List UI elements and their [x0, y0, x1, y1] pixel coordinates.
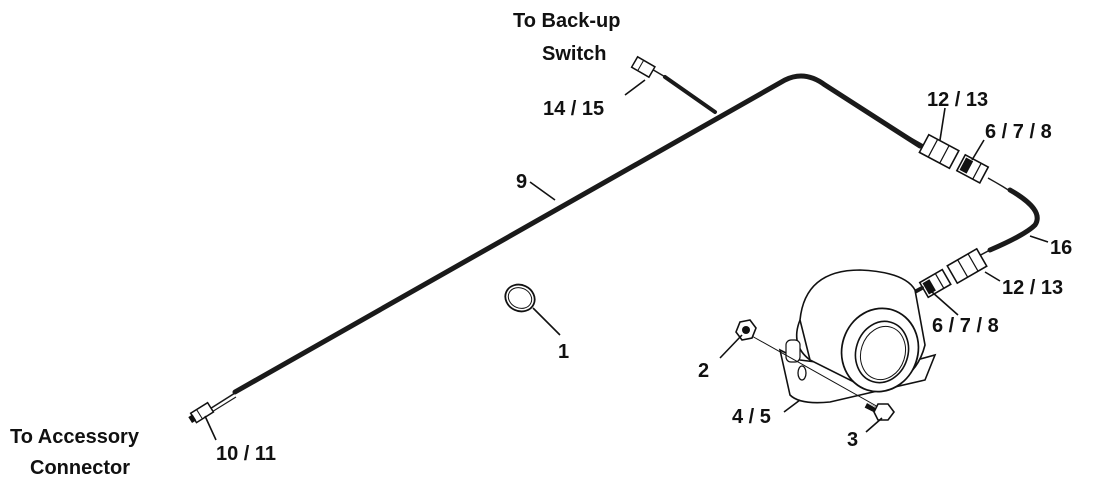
label-part-10-11: 10 / 11 — [216, 443, 276, 465]
leader-lines — [204, 79, 1049, 441]
lower-connector-pair — [898, 247, 988, 302]
label-part-3: 3 — [847, 429, 858, 451]
label-part-2: 2 — [698, 360, 709, 382]
label-part-9: 9 — [516, 171, 527, 193]
connector-12-13-lower — [946, 247, 988, 285]
label-accessory-line2: Connector — [30, 457, 130, 479]
cable-tie-part-1 — [504, 283, 536, 313]
connector-6-7-8-upper — [955, 153, 990, 185]
accessory-connector — [188, 401, 215, 424]
label-part-14-15: 14 / 15 — [543, 98, 604, 120]
label-part-12-13-top: 12 / 13 — [927, 89, 988, 111]
label-part-4-5: 4 / 5 — [732, 406, 771, 428]
connector-12-13-upper — [918, 133, 960, 170]
right-loop-harness — [974, 187, 1040, 259]
bolt-part-3 — [864, 401, 895, 421]
label-part-12-13-right: 12 / 13 — [1002, 277, 1063, 299]
connector-6-7-8-lower — [918, 268, 952, 299]
label-part-6-7-8-top: 6 / 7 / 8 — [985, 121, 1052, 143]
label-accessory-line1: To Accessory — [10, 426, 140, 448]
label-part-6-7-8-bottom: 6 / 7 / 8 — [932, 315, 999, 337]
label-backup-switch-line1: To Back-up — [513, 10, 620, 32]
labels: To Back-up Switch 14 / 15 9 1 2 4 / 5 3 … — [10, 10, 1072, 479]
label-part-1: 1 — [558, 341, 569, 363]
upper-connector-pair — [918, 133, 1031, 206]
backup-switch-branch — [649, 67, 717, 114]
label-part-16: 16 — [1050, 237, 1072, 259]
label-backup-switch-line2: Switch — [542, 43, 606, 65]
backup-switch-connector — [630, 55, 656, 79]
backup-alarm — [749, 269, 937, 409]
